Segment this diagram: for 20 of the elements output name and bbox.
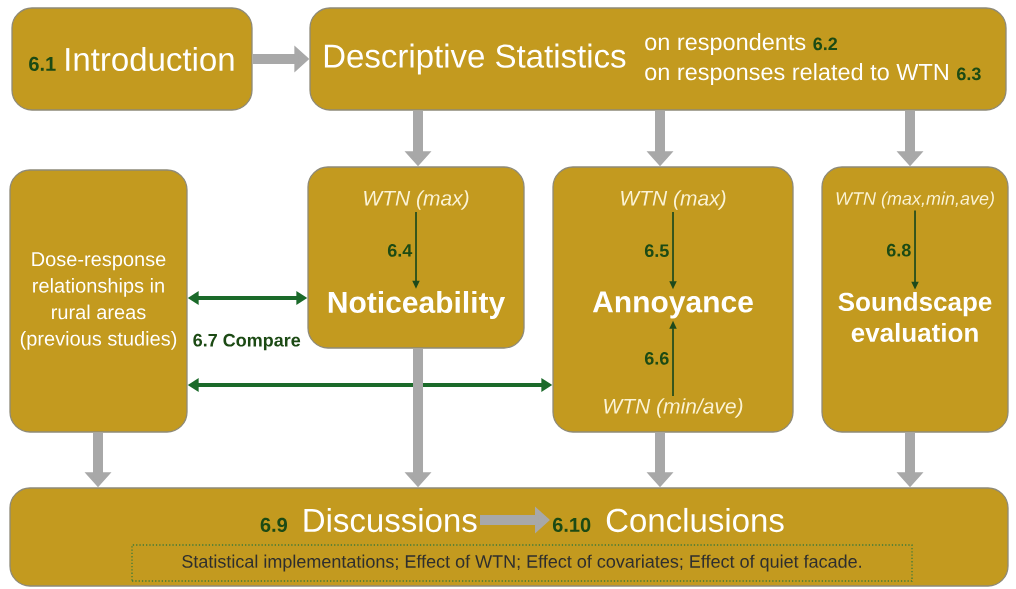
group-box (9, 487, 1009, 587)
edge-label: 6.6 (642, 350, 671, 367)
outcome-label: Annoyance (592, 291, 753, 319)
process-box: Descriptive Statistics on respondents 6.2 on responses related to WTN 6.3 (309, 7, 1007, 111)
variable-label: WTN (max) (621, 190, 726, 210)
process-box: 6.1 Introduction (11, 7, 253, 111)
group-box (552, 166, 794, 433)
edge-label: 6.7 Compare (191, 332, 303, 352)
section-heading: 6.10 Conclusions (552, 507, 784, 533)
variable-label: WTN (max,min,ave) (836, 191, 994, 209)
group-box (821, 166, 1009, 433)
outcome-label: Noticeability (328, 291, 506, 319)
group-box (307, 166, 525, 349)
variable-label: WTN (min/ave) (604, 398, 743, 418)
outcome-label: Soundscape evaluation (838, 291, 992, 343)
section-heading: 6.9 Discussions (260, 507, 477, 533)
process-box: Dose-response relationships in rural areas (previous studies) (9, 169, 188, 433)
variable-label: WTN (max) (364, 190, 469, 210)
edge-label: 6.8 (884, 242, 913, 259)
note-box: Statistical implementations; Effect of WTN; Effect of covariates; Effect of quiet facade. (131, 544, 913, 582)
